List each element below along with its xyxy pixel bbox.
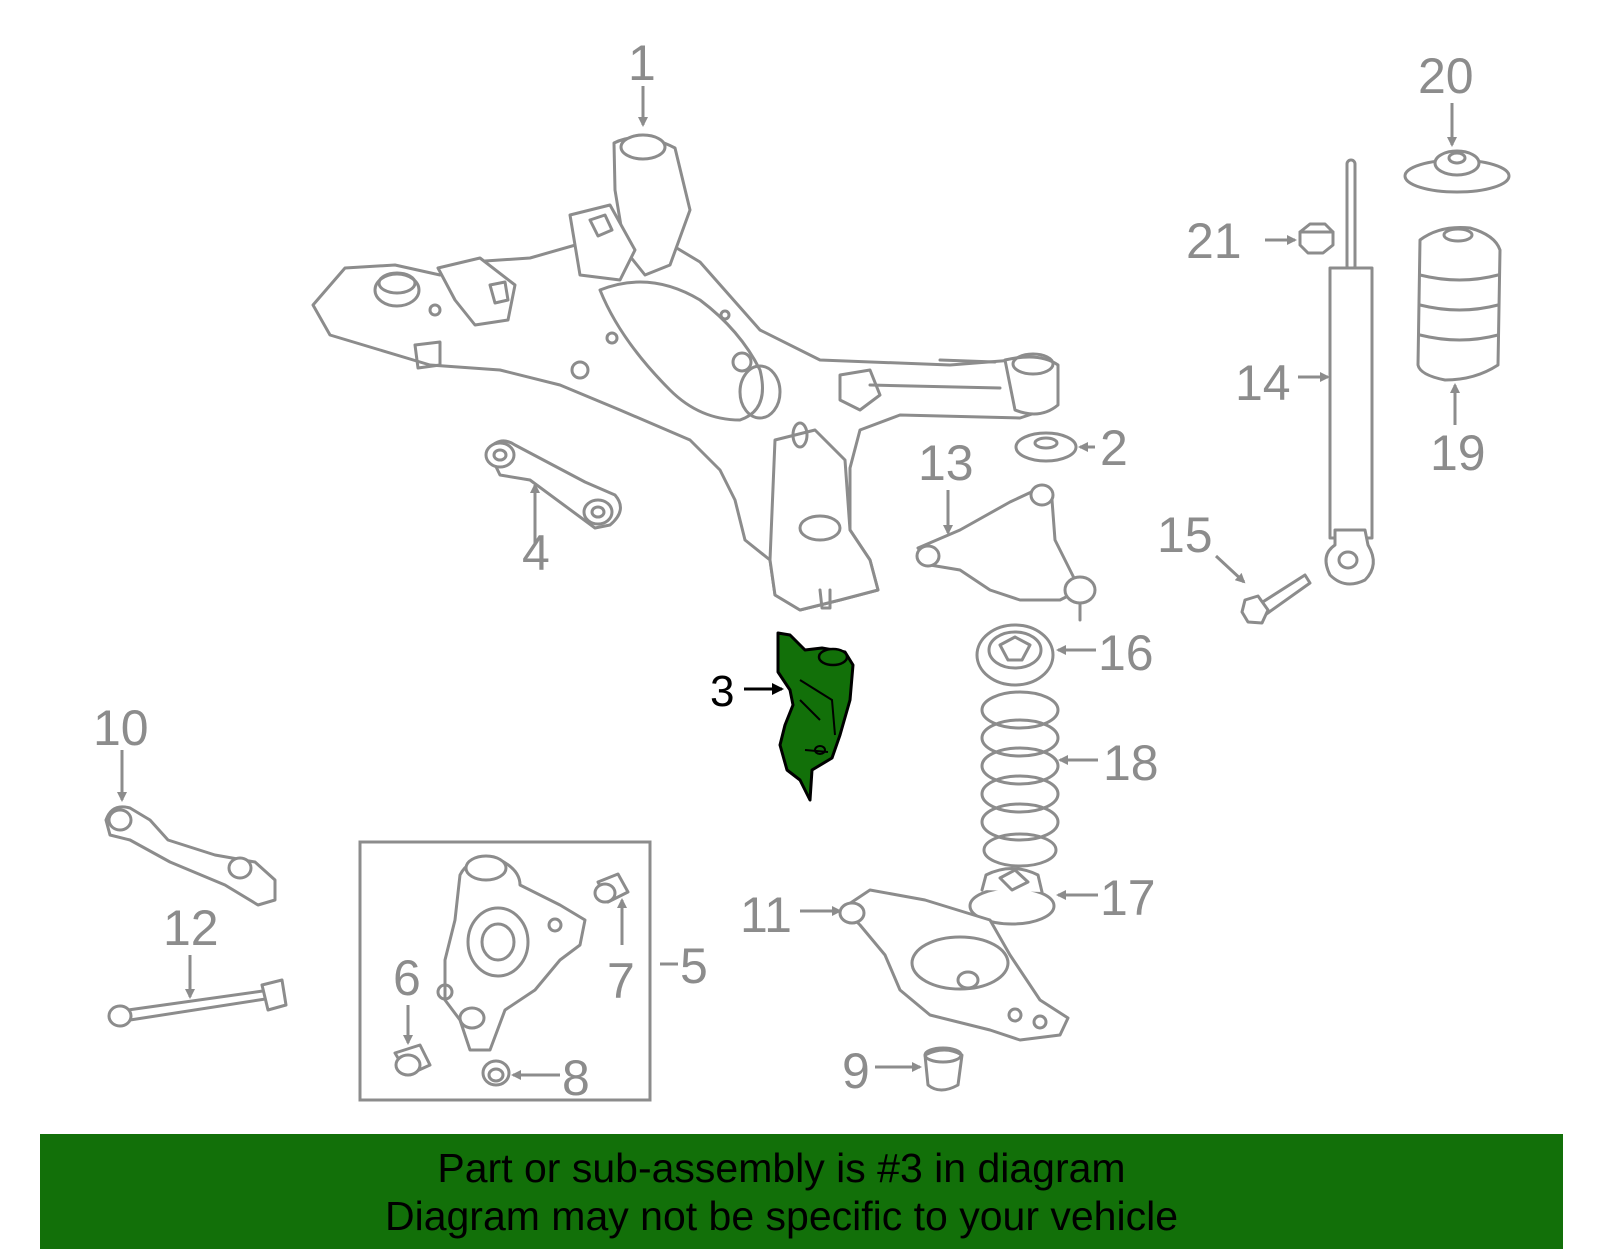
bushing-part-6	[393, 1043, 432, 1077]
bracket-part-3	[776, 631, 855, 802]
upper-link-part-4	[484, 439, 622, 530]
callout-3: 3	[710, 667, 734, 716]
callout-19: 19	[1430, 425, 1486, 481]
coil-spring-part-18	[980, 690, 1060, 868]
callout-11: 11	[740, 887, 792, 943]
lower-seat-part-17	[968, 867, 1056, 926]
callout-17: 17	[1100, 870, 1156, 926]
info-banner: Part or sub-assembly is #3 in diagram Di…	[40, 1134, 1563, 1249]
callout-2: 2	[1100, 420, 1128, 476]
top-mount-part-20	[1403, 149, 1511, 194]
callout-8: 8	[562, 1050, 590, 1106]
bolt-part-15	[1240, 573, 1312, 625]
bushing-part-7	[593, 872, 630, 904]
callout-7: 7	[607, 953, 635, 1009]
lower-arm-part-11	[838, 888, 1070, 1042]
callout-9: 9	[842, 1043, 870, 1099]
callout-15: 15	[1157, 507, 1213, 563]
banner-line-2: Diagram may not be specific to your vehi…	[384, 1192, 1178, 1239]
crossmember-part-1	[311, 133, 1060, 612]
spring-seat-part-16	[975, 623, 1055, 687]
callout-1: 1	[628, 35, 656, 91]
callout-6: 6	[393, 950, 421, 1006]
callout-13: 13	[918, 435, 974, 491]
bump-stop-part-19	[1416, 226, 1502, 382]
callout-14: 14	[1235, 355, 1291, 411]
callout-labels: 1 2 3 4 5 6 7 8 9 10 11 12 13 14 15 16 1…	[93, 35, 1486, 1106]
shock-absorber-part-14	[1324, 158, 1375, 586]
banner-line-1: Part or sub-assembly is #3 in diagram	[437, 1144, 1126, 1191]
callout-16: 16	[1098, 625, 1154, 681]
callout-20: 20	[1418, 48, 1474, 104]
callout-5: 5	[680, 938, 708, 994]
callout-4: 4	[522, 525, 550, 581]
bushing-part-8	[481, 1059, 511, 1087]
control-link-part-10	[104, 805, 277, 907]
toe-link-part-12	[107, 978, 288, 1028]
upper-arm-part-13	[915, 483, 1097, 622]
callout-12: 12	[163, 900, 219, 956]
washer-part-2	[1014, 431, 1078, 463]
knuckle-assembly-box-part-5	[358, 840, 652, 1102]
leader-arrows	[117, 86, 1460, 1080]
callout-18: 18	[1103, 735, 1159, 791]
bushing-part-9	[923, 1046, 964, 1092]
nut-part-21	[1298, 222, 1335, 255]
callout-21: 21	[1186, 213, 1242, 269]
callout-10: 10	[93, 700, 149, 756]
